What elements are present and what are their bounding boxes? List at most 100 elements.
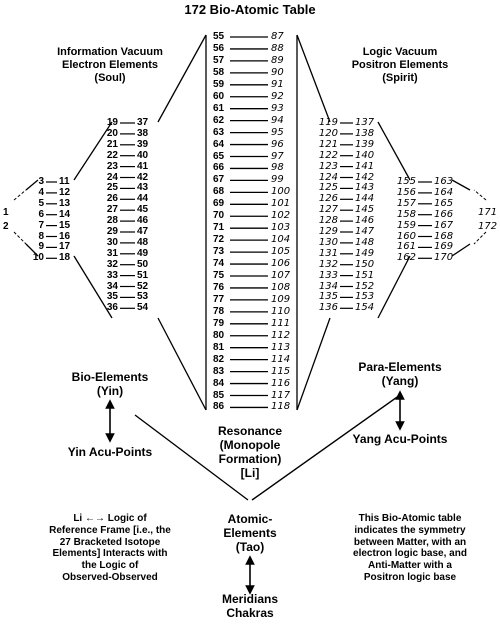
element-number: 130 [318,236,338,248]
element-number: 134 [318,280,338,292]
element-number: 92 [271,90,284,102]
element-number: 98 [271,162,284,174]
element-number: 54 [137,302,149,314]
diamond-line [451,179,471,191]
element-number: 158 [396,208,416,220]
element-number: 128 [318,215,338,227]
element-number: 85 [213,389,225,401]
element-number: 13 [59,197,71,209]
element-number: 150 [355,258,375,270]
element-number: 79 [213,317,225,329]
element-number: 104 [271,234,291,246]
element-number: 6 [38,208,44,220]
element-number: 108 [271,281,291,293]
element-number: 89 [271,54,284,66]
element-number: 154 [355,302,375,314]
element-number: 20 [106,127,118,139]
element-number: 51 [137,269,149,281]
element-number: 133 [318,269,338,281]
element-number: 62 [213,114,225,126]
element-number: 117 [271,389,291,401]
element-number: 164 [434,186,454,198]
element-number: 32 [106,258,118,270]
element-number: 99 [271,174,284,186]
element-number: 10 [32,252,44,264]
element-number: 30 [106,236,118,248]
element-number: 170 [434,252,454,264]
element-number: 29 [106,226,118,237]
element-number: 12 [59,186,71,198]
element-number: 160 [396,230,416,242]
element-number: 169 [434,241,454,253]
element-number: 143 [355,182,375,194]
symmetry-text: This Bio-Atomic table indicates the symm… [353,513,467,583]
element-number: 44 [137,193,149,205]
element-number: 67 [213,174,225,186]
element-number: 152 [355,280,375,292]
yang-acu-points-label: Yang Acu-Points [352,432,448,446]
diamond-line [377,255,411,319]
bracket-dash [473,189,487,201]
element-number: 155 [396,176,416,187]
element-number: 149 [355,247,375,259]
diamond-line [25,179,39,191]
element-number: 14 [59,208,71,220]
element-number: 103 [271,222,291,234]
element-number: 48 [137,236,149,248]
element-number: 66 [213,162,225,174]
element-number: 109 [271,293,291,305]
diamond-line [296,34,331,123]
element-number: 106 [271,258,291,270]
element-number: 58 [213,66,225,78]
element-number: 18 [59,252,71,264]
element-number: 120 [318,127,338,139]
element-number: 114 [271,353,291,365]
bio-elements-label: Bio-Elements (Yin) [71,370,149,399]
element-number: 124 [318,171,338,183]
element-number: 21 [106,138,118,150]
element-number: 27 [106,204,118,216]
diagram-title: 172 Bio-Atomic Table [184,2,316,17]
element-number: 22 [106,149,118,161]
para-elements-label: Para-Elements (Yang) [358,360,442,389]
element-number: 59 [213,78,225,90]
element-number: 112 [271,329,291,341]
element-number: 72 [213,234,225,246]
v-line-right [251,394,401,501]
element-number: 19 [106,117,118,128]
element-number: 43 [137,182,149,194]
li-logic-text: Li ←→ Logic of Reference Frame [i.e., th… [49,513,171,583]
element-number: 42 [137,171,149,183]
element-number: 168 [434,230,454,242]
resonance-label: Resonance (Monopole Formation) [Li] [217,424,283,481]
meridians-chakras-label: Meridians Chakras [221,592,278,621]
element-number: 65 [213,150,225,162]
element-number: 50 [137,258,149,270]
element-number: 78 [213,305,225,317]
element-number: 69 [213,198,225,210]
element-number: 34 [106,280,118,292]
element-number: 135 [318,291,338,303]
element-number: 81 [213,341,225,353]
element-number: 36 [106,302,118,314]
element-number: 132 [318,258,338,270]
element-number: 116 [271,377,291,389]
element-number: 93 [271,102,284,114]
element-number: 97 [271,150,284,162]
element-number: 28 [106,215,118,227]
element-number: 96 [271,138,284,150]
diamond-line [157,34,207,123]
element-number: 123 [318,160,338,172]
element-number: 86 [213,401,225,413]
element-number: 45 [137,204,149,216]
element-number: 26 [106,193,118,205]
left-header-label: Information Vacuum Electron Elements (So… [57,46,163,84]
diamond-line [377,121,411,181]
element-number: 52 [137,280,149,292]
element-number: 46 [137,215,149,227]
element-number: 1 [3,207,9,218]
element-number: 84 [213,377,225,389]
element-number: 76 [213,281,225,293]
